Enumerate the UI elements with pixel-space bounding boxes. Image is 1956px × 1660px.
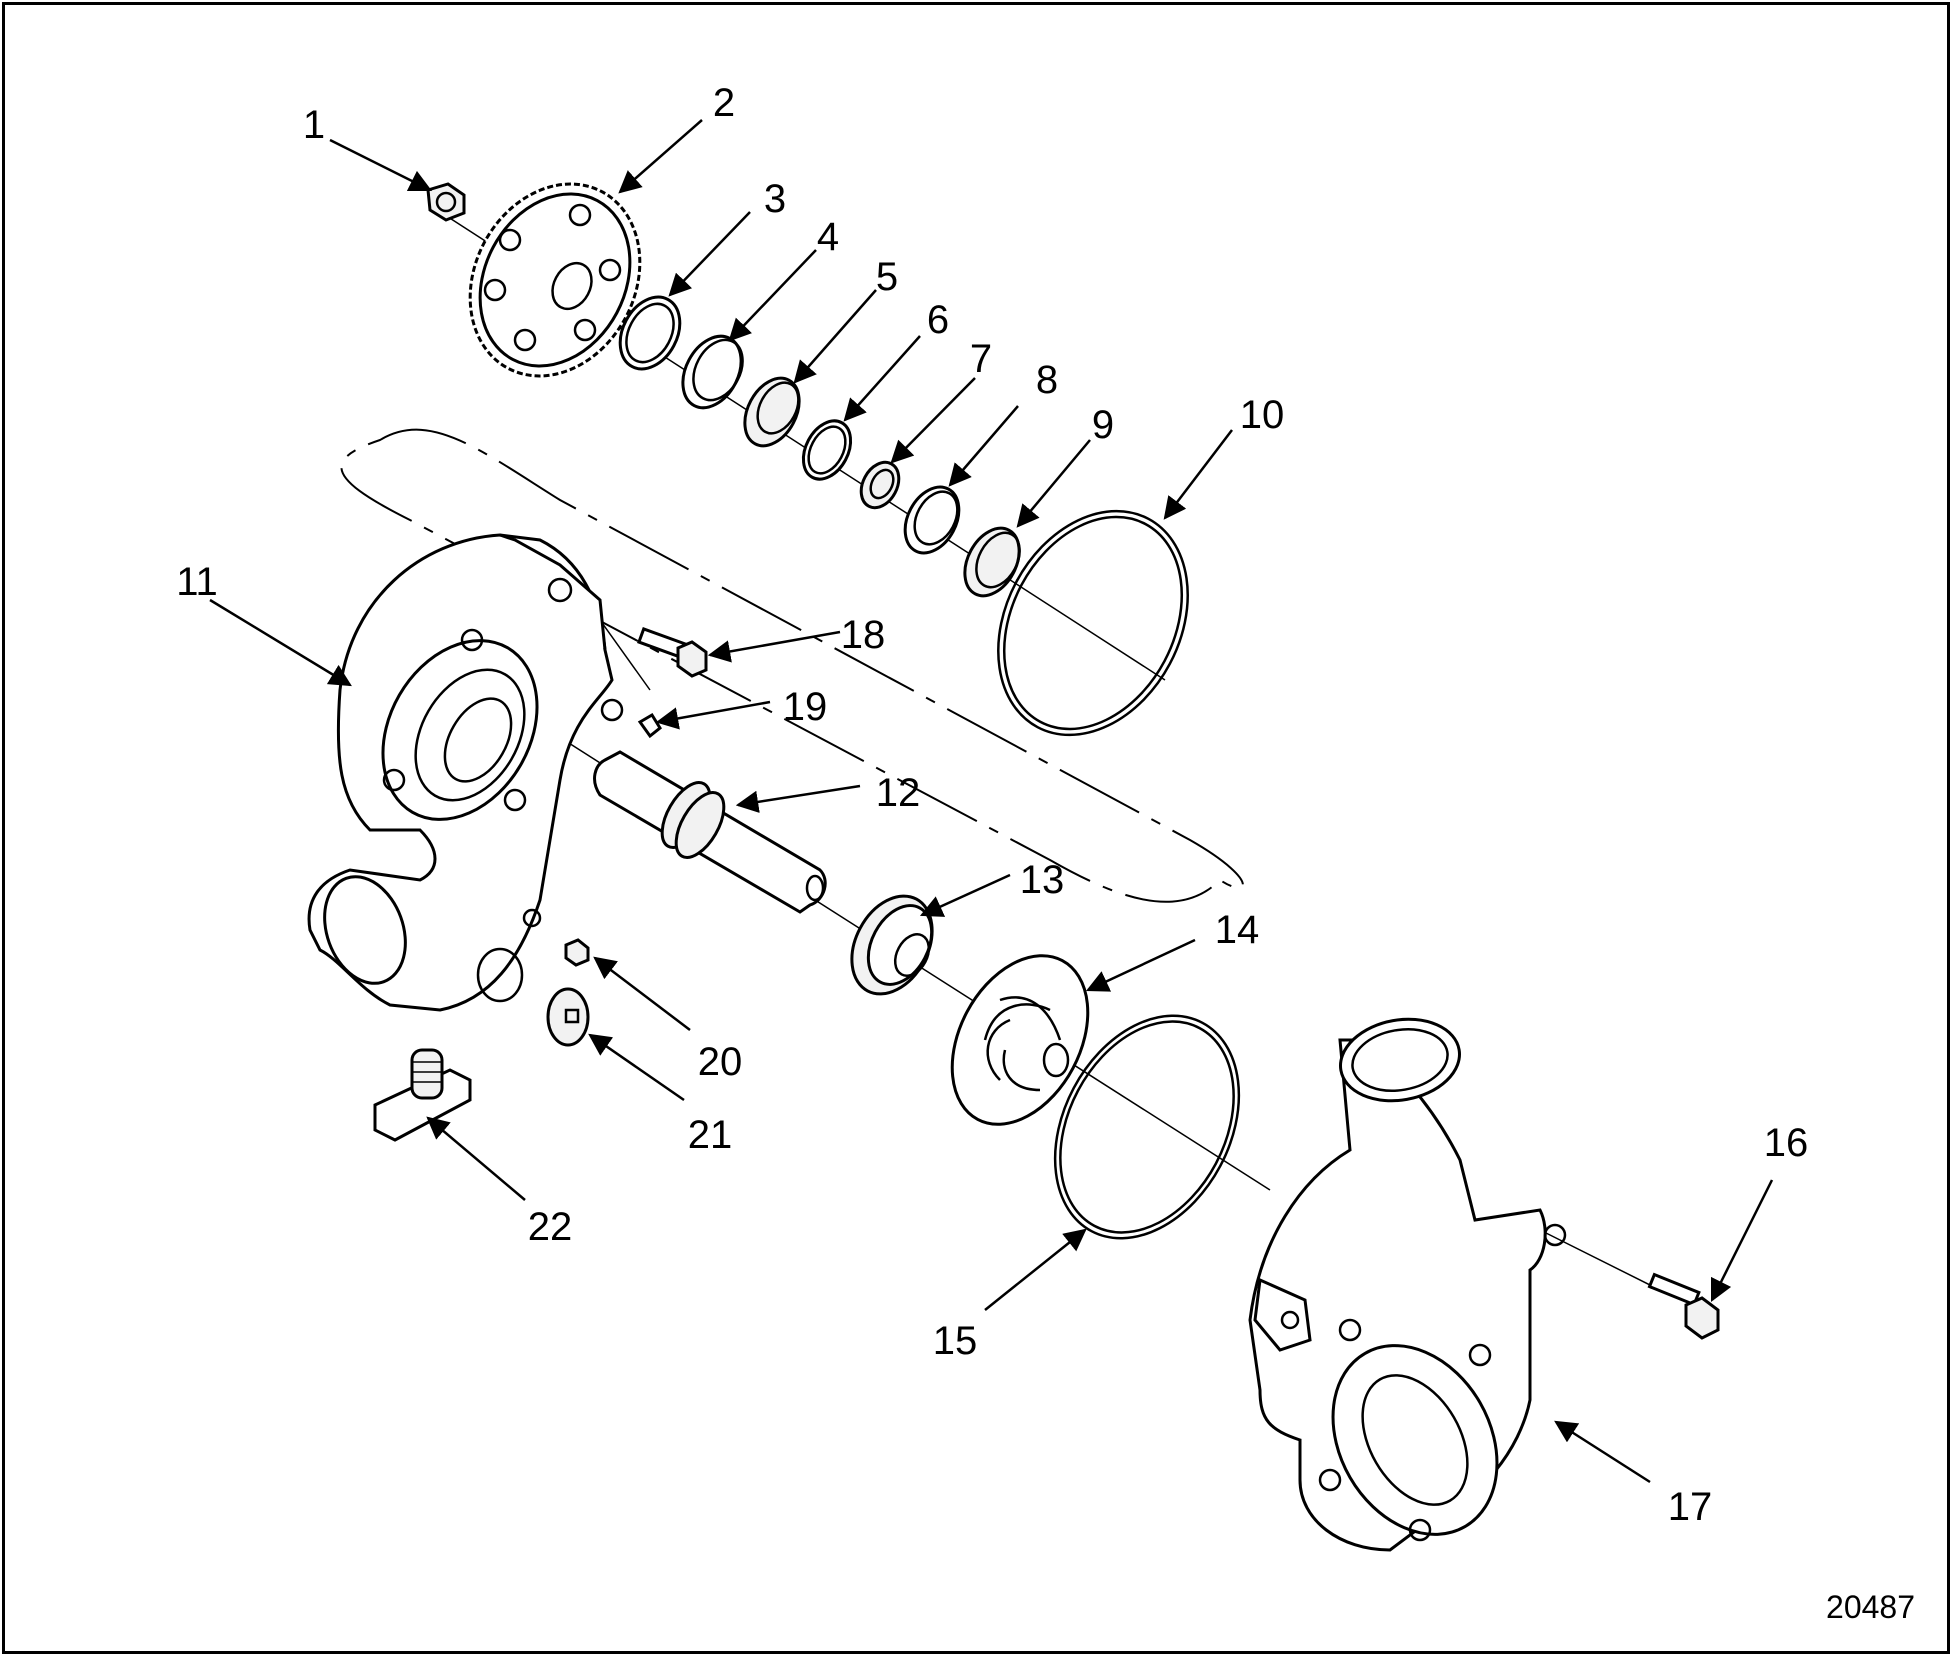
callout-11: 11 xyxy=(176,560,218,604)
part-20-plug xyxy=(564,938,590,967)
callout-2: 2 xyxy=(713,81,735,125)
part-2-gear xyxy=(468,182,642,378)
part-4-ring xyxy=(681,334,744,410)
leader-3 xyxy=(668,211,751,297)
leader-arrows xyxy=(209,119,1774,1484)
leader-17 xyxy=(1554,1420,1651,1484)
leader-8 xyxy=(948,405,1019,487)
leader-9 xyxy=(1016,439,1091,528)
callout-labels: 1 2 3 4 5 6 7 8 9 10 11 12 13 14 15 16 1… xyxy=(176,81,1808,1529)
part-22-fitting xyxy=(373,1048,472,1142)
part-21-plug xyxy=(546,987,590,1047)
callout-14: 14 xyxy=(1215,908,1260,952)
part-1-nut xyxy=(426,182,466,222)
part-7-bearing xyxy=(859,460,901,510)
part-11-pump-body xyxy=(307,533,624,1012)
callout-12: 12 xyxy=(876,771,921,815)
part-17-cover-housing xyxy=(1248,1017,1567,1552)
leader-13 xyxy=(919,873,1011,917)
callout-8: 8 xyxy=(1036,358,1058,402)
part-13-seal xyxy=(850,894,934,996)
callout-22: 22 xyxy=(528,1205,573,1249)
callout-9: 9 xyxy=(1092,403,1114,447)
leader-21 xyxy=(588,1033,685,1102)
leader-18 xyxy=(707,630,841,663)
leader-6 xyxy=(843,335,921,422)
callout-3: 3 xyxy=(764,177,786,221)
callout-16: 16 xyxy=(1764,1121,1809,1165)
callout-19: 19 xyxy=(783,685,828,729)
callout-4: 4 xyxy=(817,215,839,259)
leader-5 xyxy=(793,289,877,384)
callout-1: 1 xyxy=(303,103,325,147)
leader-12 xyxy=(735,784,861,813)
callout-13: 13 xyxy=(1020,858,1065,902)
part-14-impeller xyxy=(950,954,1090,1126)
part-16-bolt xyxy=(1647,1272,1720,1340)
leader-16 xyxy=(1710,1179,1774,1303)
part-9-seal xyxy=(963,526,1021,598)
callout-10: 10 xyxy=(1240,393,1285,437)
callout-15: 15 xyxy=(933,1319,978,1363)
leader-19 xyxy=(655,700,771,730)
part-5-bearing xyxy=(743,376,801,448)
leader-7 xyxy=(890,377,976,464)
callout-18: 18 xyxy=(841,613,886,657)
part-10-o-ring xyxy=(997,509,1189,737)
part-18-bolt xyxy=(637,626,708,678)
leader-15 xyxy=(984,1228,1087,1311)
callout-17: 17 xyxy=(1668,1485,1713,1529)
part-6-ring xyxy=(801,419,853,481)
callout-5: 5 xyxy=(876,255,898,299)
leader-4 xyxy=(728,249,817,342)
part-19-key xyxy=(637,712,662,739)
part-12-shaft xyxy=(593,750,827,914)
leader-14 xyxy=(1085,938,1196,992)
callout-6: 6 xyxy=(927,298,949,342)
callout-7: 7 xyxy=(970,337,992,381)
leader-20 xyxy=(593,956,691,1031)
leader-22 xyxy=(426,1116,526,1201)
phantom-outline xyxy=(340,428,1244,903)
callout-20: 20 xyxy=(698,1040,743,1084)
leader-1 xyxy=(329,138,433,192)
leader-2 xyxy=(618,119,703,194)
part-8-ring xyxy=(903,485,961,555)
leader-10 xyxy=(1163,429,1233,520)
part-3-retaining-ring xyxy=(618,295,682,371)
part-15-o-ring xyxy=(1053,1014,1241,1240)
callout-21: 21 xyxy=(688,1113,733,1157)
leader-11 xyxy=(209,598,352,687)
figure-id: 20487 xyxy=(1826,1589,1915,1625)
